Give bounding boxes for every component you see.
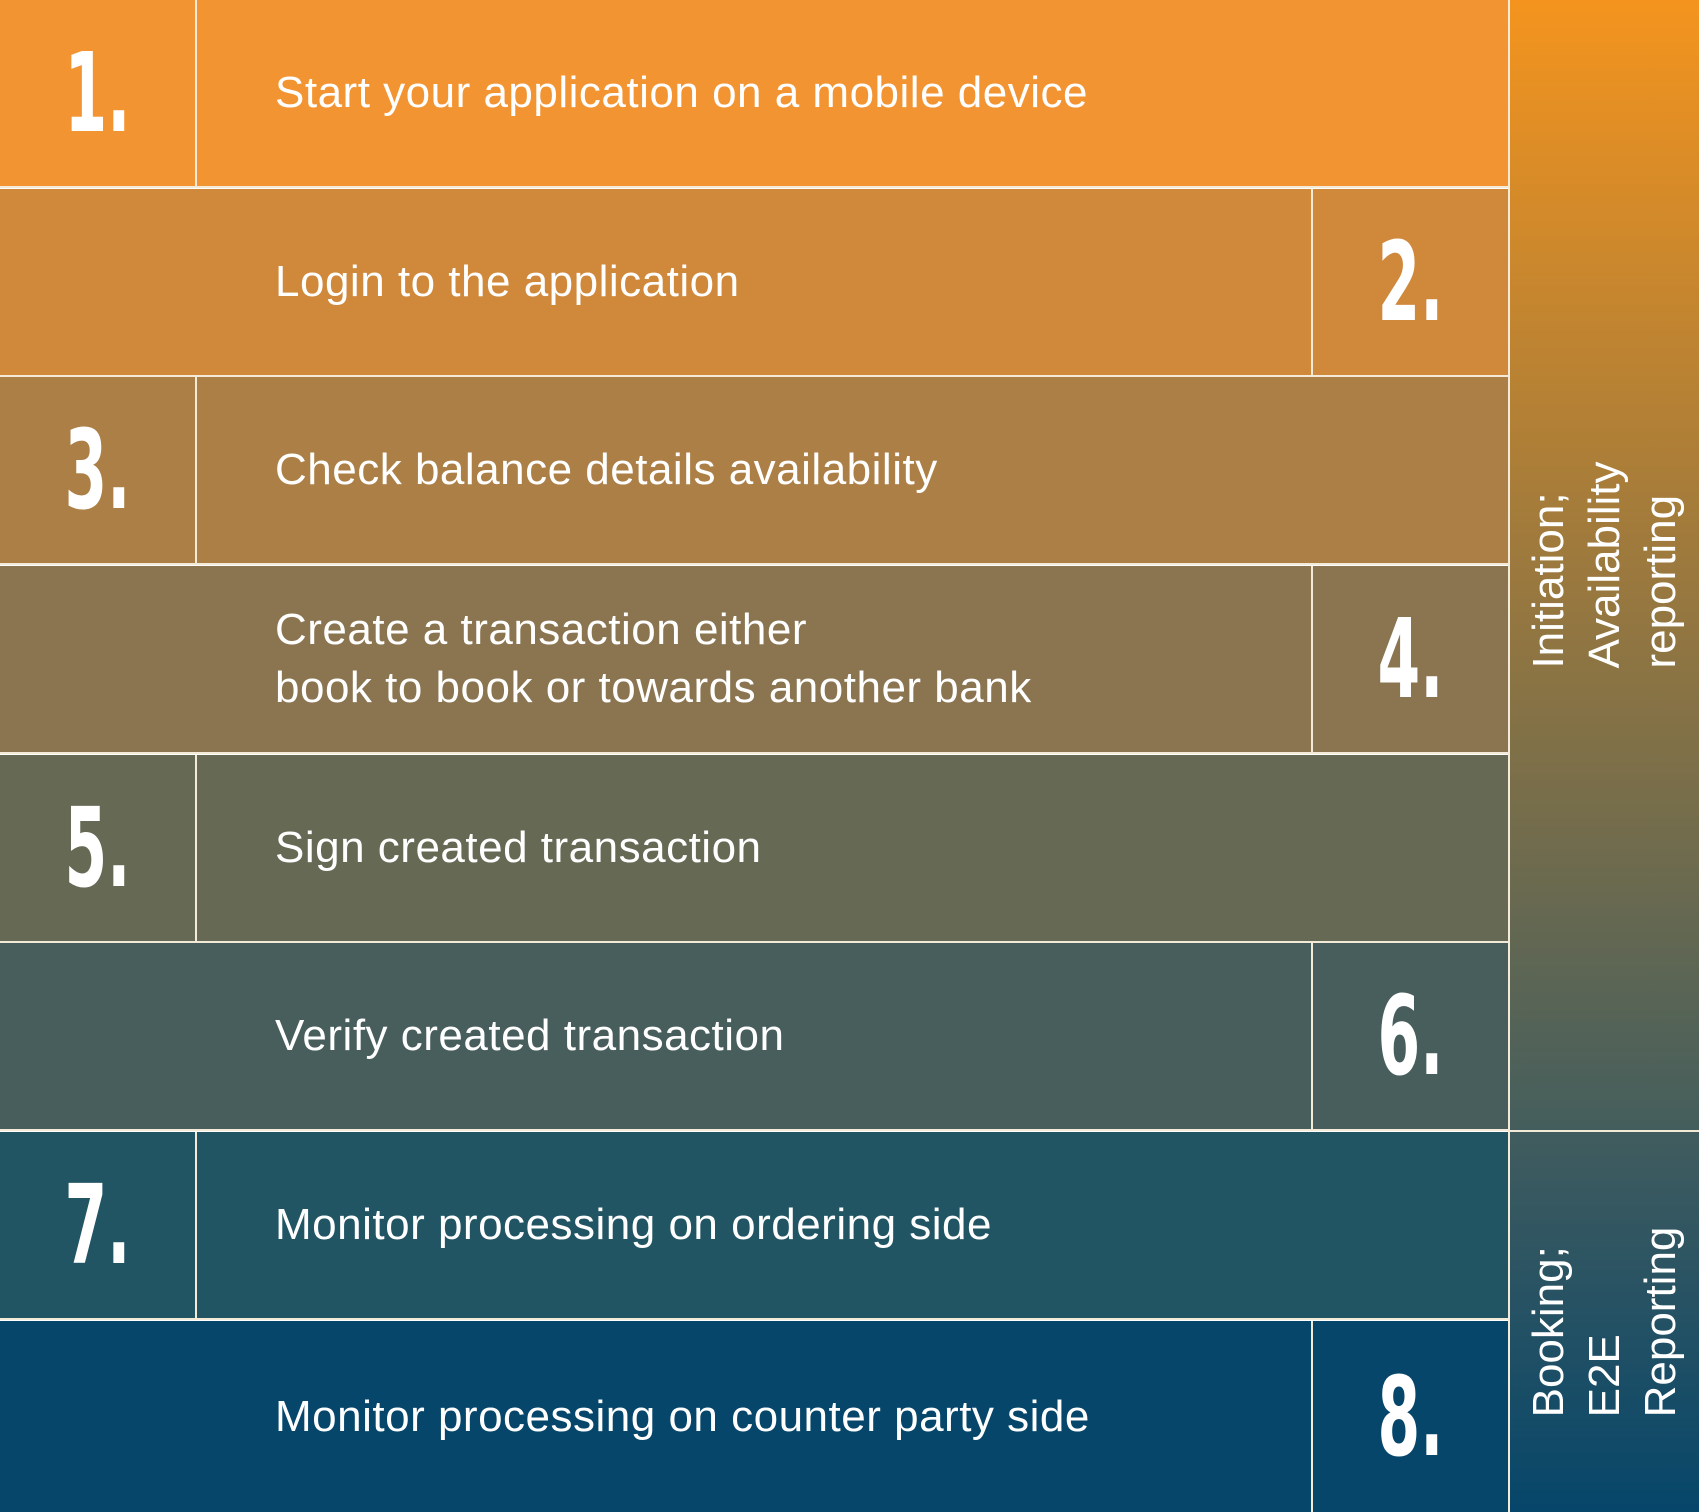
step-divider xyxy=(1311,943,1313,1129)
step-divider xyxy=(1311,1321,1313,1512)
step-number-6: 6. xyxy=(1377,972,1444,1100)
step-number-4: 4. xyxy=(1377,595,1444,723)
step-divider xyxy=(1311,566,1313,752)
step-number-5: 5. xyxy=(64,784,131,912)
step-label-7: Monitor processing on ordering side xyxy=(275,1200,992,1249)
step-divider xyxy=(195,755,197,941)
step-divider xyxy=(195,1132,197,1318)
step-divider xyxy=(1311,189,1313,375)
step-number-8: 8. xyxy=(1377,1352,1444,1481)
step-number-3: 3. xyxy=(64,406,131,534)
step-row-8: Monitor processing on counter party side… xyxy=(0,1321,1508,1512)
step-row-2: Login to the application 2. xyxy=(0,189,1508,377)
step-row-5: 5. Sign created transaction xyxy=(0,755,1508,943)
phase-column-divider xyxy=(1508,0,1510,1512)
phase-booking-label: Booking; E2E Reporting xyxy=(1523,1226,1685,1418)
step-divider xyxy=(195,377,197,563)
step-divider xyxy=(195,0,197,186)
step-number-1: 1. xyxy=(64,29,131,157)
step-row-4: Create a transaction either book to book… xyxy=(0,566,1508,754)
phase-initiation-panel: Initiation; Availability reporting xyxy=(1510,0,1699,1130)
step-number-7: 7. xyxy=(64,1161,131,1289)
step-row-3: 3. Check balance details availability xyxy=(0,377,1508,565)
step-label-2: Login to the application xyxy=(275,257,740,306)
step-label-5: Sign created transaction xyxy=(275,823,762,872)
step-number-2: 2. xyxy=(1377,218,1444,346)
phase-booking-panel: Booking; E2E Reporting xyxy=(1510,1132,1699,1512)
step-label-8: Monitor processing on counter party side xyxy=(275,1391,1090,1441)
step-label-6: Verify created transaction xyxy=(275,1011,785,1060)
step-row-1: 1. Start your application on a mobile de… xyxy=(0,0,1508,188)
step-label-4: Create a transaction either book to book… xyxy=(275,605,1032,712)
phase-divider xyxy=(1510,1130,1699,1132)
step-label-1: Start your application on a mobile devic… xyxy=(275,68,1088,117)
step-label-3: Check balance details availability xyxy=(275,445,938,494)
phase-initiation-label: Initiation; Availability reporting xyxy=(1523,461,1685,669)
step-row-7: 7. Monitor processing on ordering side xyxy=(0,1132,1508,1320)
step-row-6: Verify created transaction 6. xyxy=(0,943,1508,1131)
